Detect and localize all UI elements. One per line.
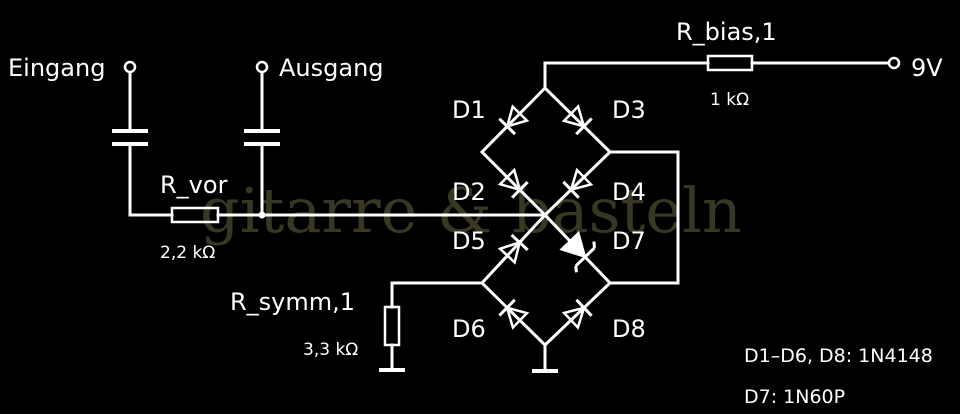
d3-label: D3: [612, 96, 646, 124]
watermark-text: gitarre & basteln: [200, 174, 742, 247]
part-list-line-1: D1–D6, D8: 1N4148: [744, 345, 933, 367]
diode-d4: [562, 167, 594, 199]
diode-d5: [497, 233, 529, 265]
diode-d7: [559, 230, 596, 273]
d6-label: D6: [452, 315, 486, 343]
r-symm-resistor: [383, 305, 401, 347]
d8-label: D8: [612, 315, 646, 343]
r-symm-wire: [390, 281, 484, 370]
d5-label: D5: [452, 227, 486, 255]
bridge-side-wire: [608, 150, 680, 285]
part-list-line-2: D7: 1N60P: [744, 386, 845, 408]
output-terminal: [255, 60, 269, 74]
diode-d8: [561, 298, 593, 330]
d7-label: D7: [612, 227, 646, 255]
supply-label: 9V: [911, 54, 943, 82]
input-wire: [128, 71, 174, 217]
d1-label: D1: [452, 96, 486, 124]
r-bias-value: 1 kΩ: [710, 90, 749, 110]
diode-d1: [498, 104, 530, 136]
r-bias-name: R_bias,1: [676, 18, 777, 46]
input-capacitor: [112, 129, 148, 146]
diode-d3: [561, 104, 593, 136]
output-label: Ausgang: [279, 54, 384, 82]
r-vor-name: R_vor: [160, 171, 228, 199]
diode-d6: [498, 298, 530, 330]
r-symm-value: 3,3 kΩ: [303, 340, 358, 360]
supply-terminal: [887, 56, 901, 70]
d2-label: D2: [452, 178, 486, 206]
input-label: Eingang: [8, 54, 105, 82]
d4-label: D4: [612, 178, 646, 206]
diode-d2: [497, 167, 529, 199]
junction-dot: [258, 211, 266, 219]
input-terminal: [123, 60, 137, 74]
bias-wire: [543, 61, 890, 90]
output-capacitor: [244, 129, 280, 146]
r-bias-resistor: [706, 54, 754, 72]
r-vor-value: 2,2 kΩ: [160, 243, 215, 263]
r-symm-name: R_symm,1: [230, 288, 355, 316]
